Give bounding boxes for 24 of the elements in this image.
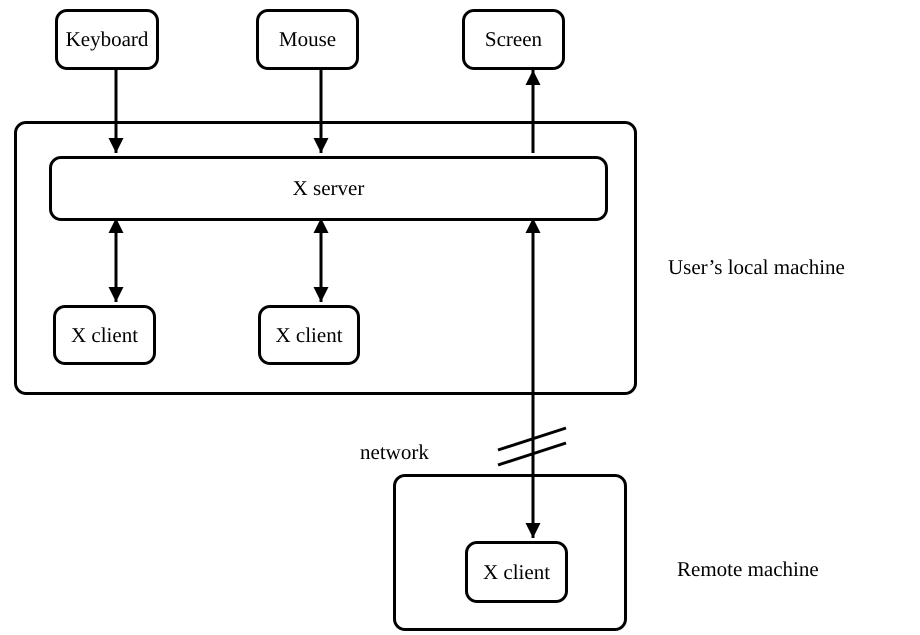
arrow [108, 218, 124, 302]
box-label: X client [482, 562, 550, 582]
box-label: X server [292, 178, 364, 199]
machine-label: User’s local machine [668, 254, 845, 281]
arrow [314, 70, 328, 153]
arrow [526, 218, 540, 538]
box-label: Screen [484, 29, 542, 50]
arrow [526, 70, 540, 153]
process-box [55, 9, 159, 70]
arrow [314, 218, 328, 302]
box-label: X client [70, 324, 138, 346]
process-box [465, 541, 568, 603]
machine-boundary-box [393, 474, 627, 631]
machine-label: Remote machine [677, 556, 819, 583]
box-label: Keyboard [66, 29, 148, 50]
box-label: X client [275, 324, 343, 346]
box-label: Mouse [278, 29, 336, 50]
process-box [53, 305, 156, 365]
process-box [49, 156, 608, 221]
machine-boundary-box [14, 121, 637, 395]
process-box [256, 9, 359, 70]
process-box [462, 9, 565, 70]
process-box [258, 305, 360, 365]
arrow [108, 70, 124, 153]
